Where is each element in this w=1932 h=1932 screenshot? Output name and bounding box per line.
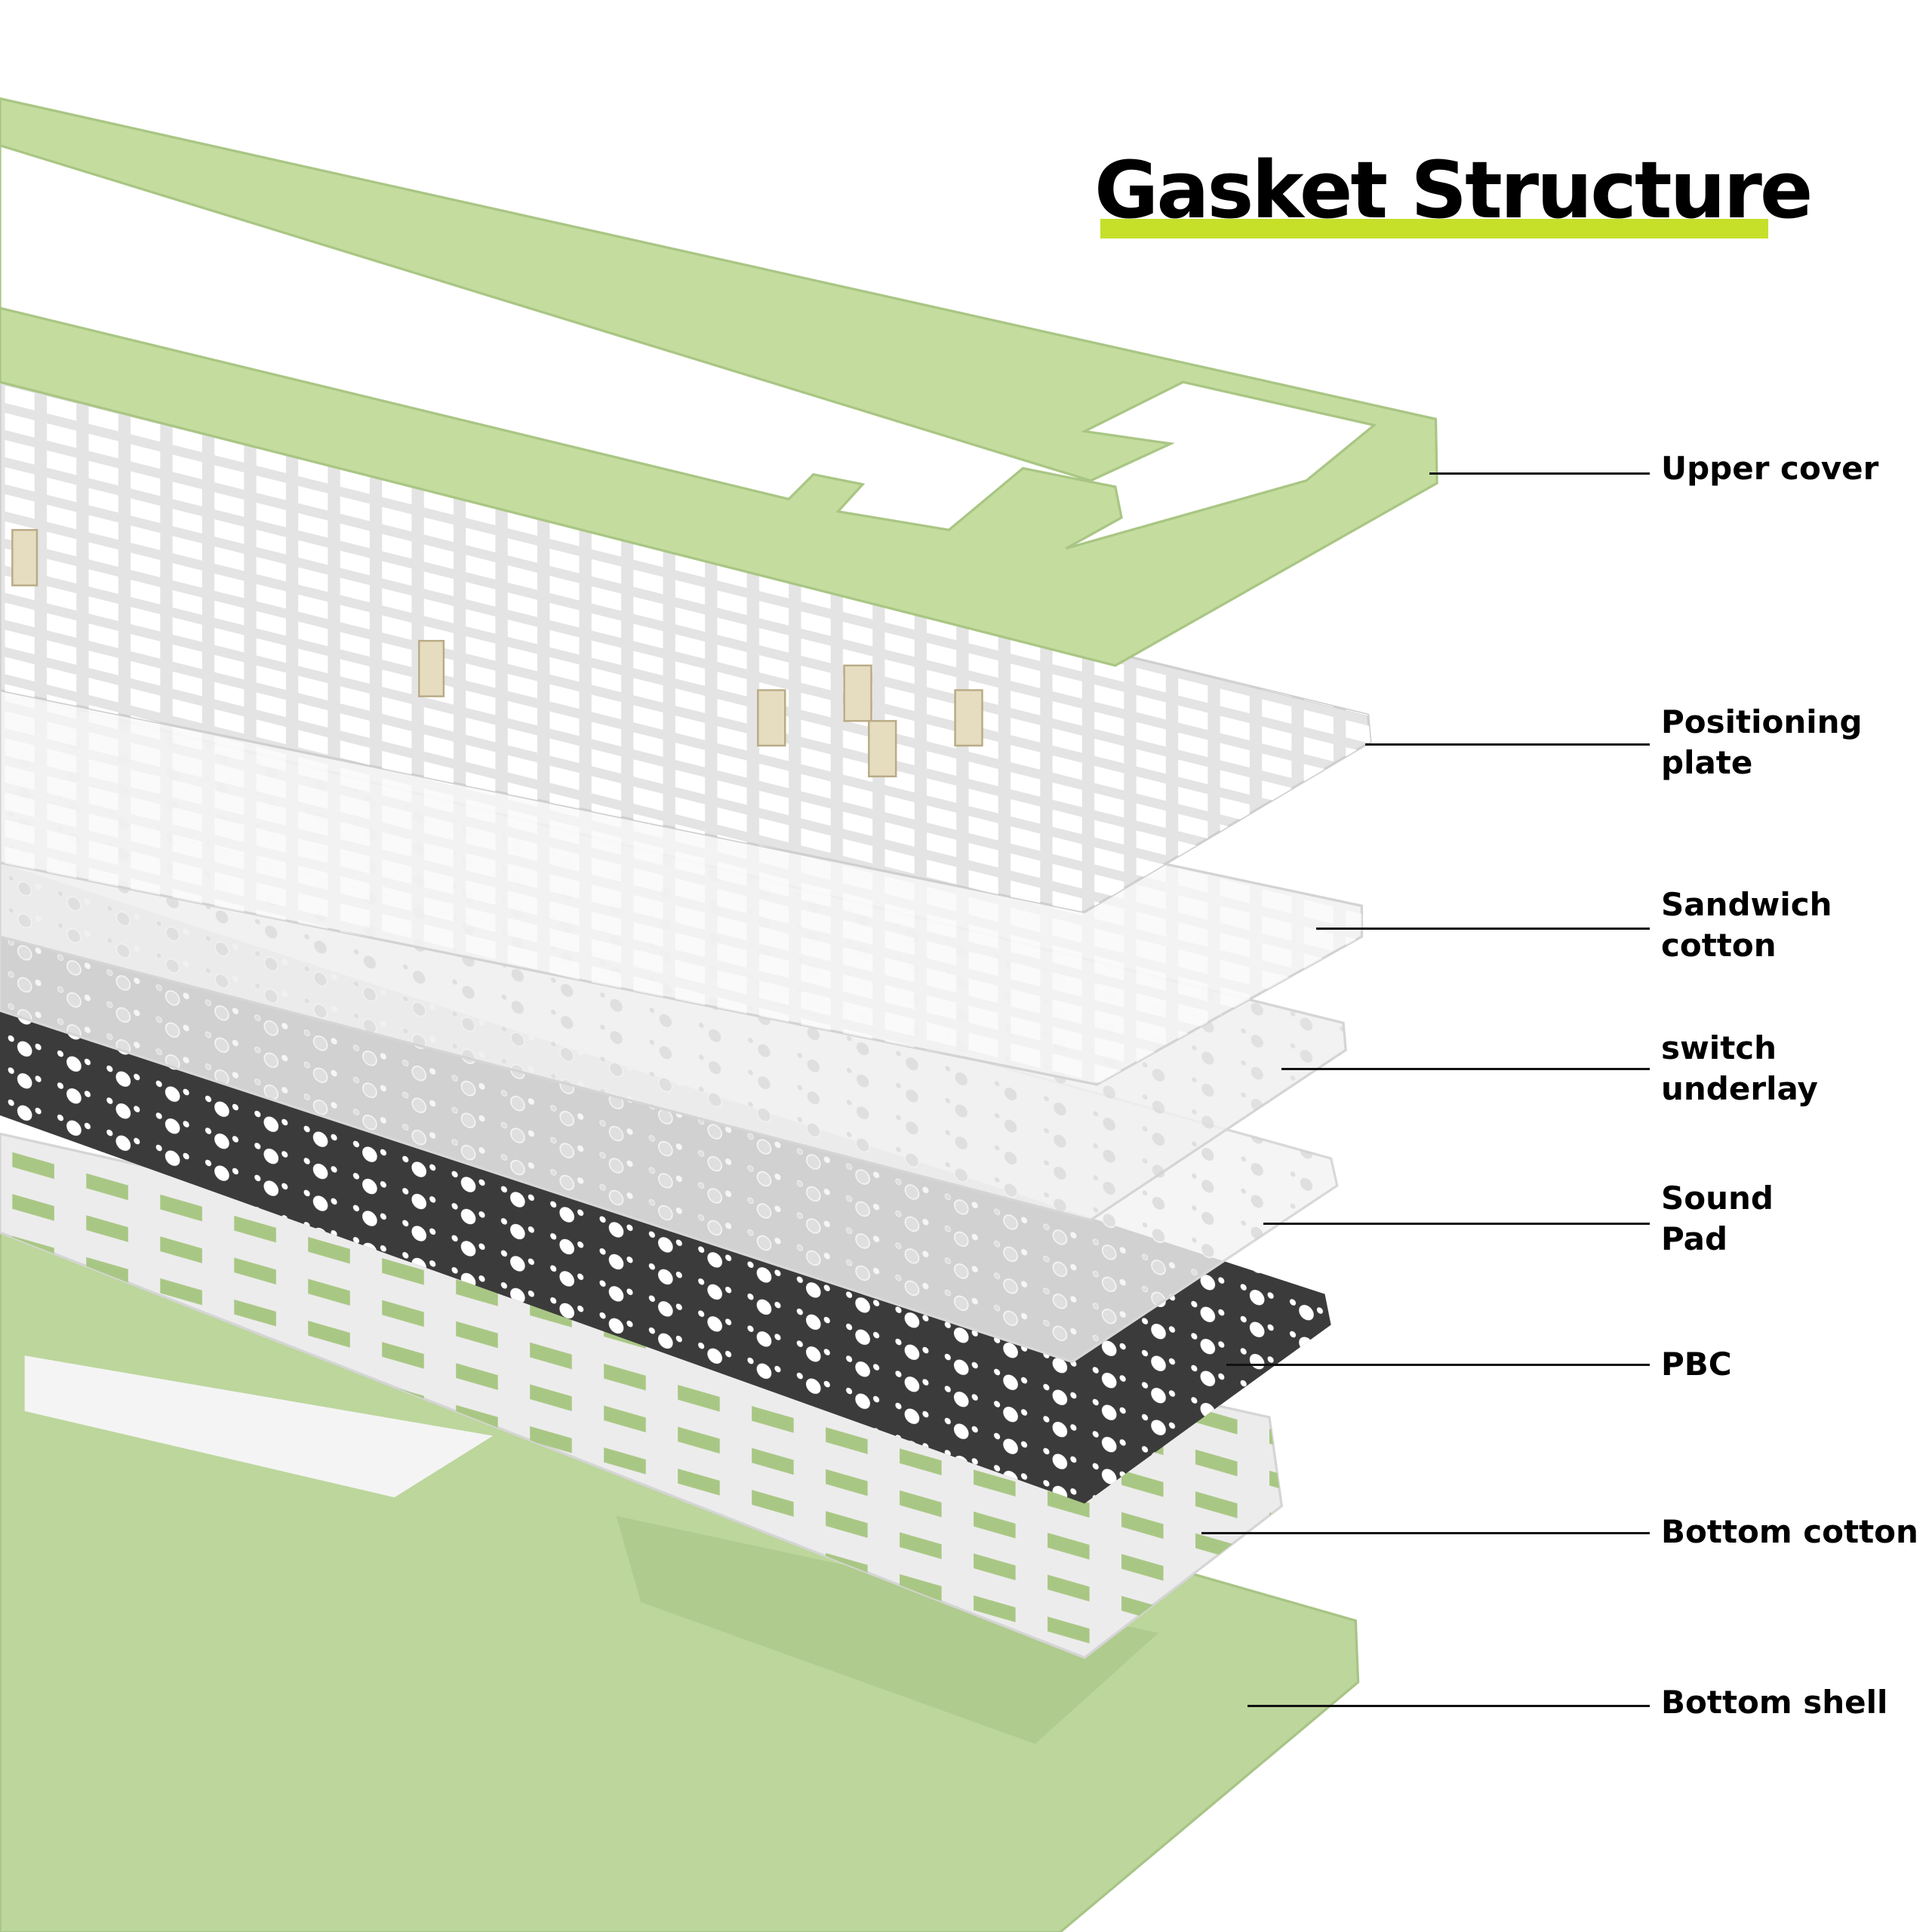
label-positioning-plate: Positioning plate [1661, 702, 1863, 783]
leader-sandwich-cotton [1316, 928, 1650, 930]
leader-sound-pad [1263, 1223, 1650, 1225]
label-line: Sandwich [1661, 886, 1832, 923]
leader-upper-cover [1429, 472, 1650, 475]
label-bottom-shell: Bottom shell [1661, 1682, 1887, 1723]
label-switch-underlay: switch underlay [1661, 1028, 1818, 1109]
label-line: Positioning [1661, 703, 1863, 740]
label-line: underlay [1661, 1070, 1818, 1107]
bottom-shell-layer [0, 1231, 1360, 1932]
label-line: plate [1661, 744, 1753, 781]
label-line: Sound [1661, 1180, 1774, 1217]
label-line: Bottom cotton [1661, 1513, 1918, 1550]
stabilizer-clips [11, 528, 983, 778]
positioning-plate-layer [0, 380, 1372, 914]
leader-bottom-cotton [1201, 1532, 1650, 1534]
leader-switch-underlay [1281, 1068, 1650, 1070]
label-line: PBC [1661, 1346, 1732, 1383]
leader-bottom-shell [1247, 1705, 1650, 1707]
label-line: Upper cover [1661, 450, 1879, 487]
label-upper-cover: Upper cover [1661, 448, 1878, 489]
leader-pcb [1226, 1364, 1650, 1366]
label-line: cotton [1661, 927, 1777, 964]
label-pcb: PBC [1661, 1344, 1732, 1385]
label-bottom-cotton: Bottom cotton [1661, 1512, 1918, 1552]
leader-positioning-plate [1365, 743, 1650, 746]
label-line: Pad [1661, 1220, 1728, 1257]
title-underline [1100, 219, 1768, 238]
label-sandwich-cotton: Sandwich cotton [1661, 884, 1832, 966]
label-line: switch [1661, 1029, 1777, 1066]
upper-cover-layer [0, 97, 1438, 667]
page-title: Gasket Structure [1094, 144, 1813, 236]
label-line: Bottom shell [1661, 1684, 1888, 1721]
